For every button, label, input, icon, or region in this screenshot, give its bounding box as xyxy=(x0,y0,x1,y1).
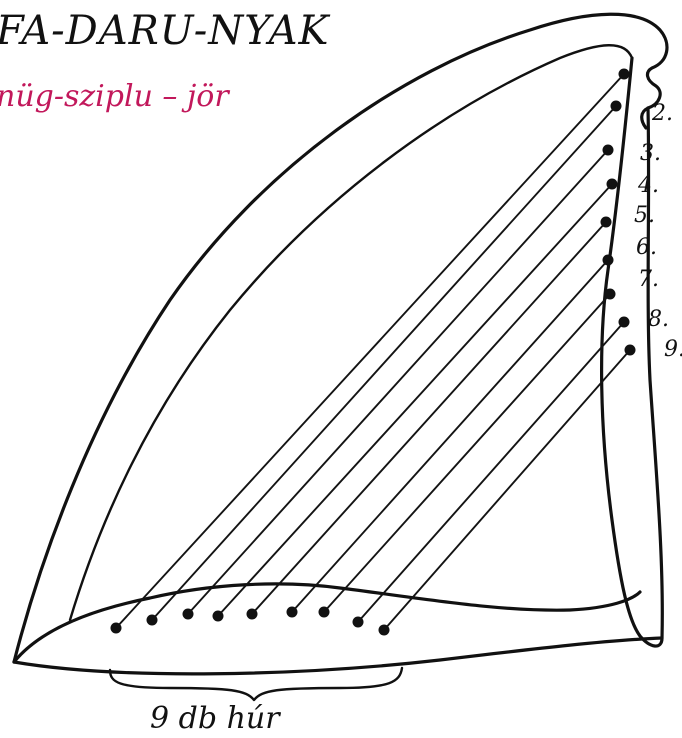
string-peg-top-5 xyxy=(600,216,612,228)
string-number-4: 4. xyxy=(637,173,659,198)
string-peg-top-1 xyxy=(618,68,630,80)
harp-neck xyxy=(599,56,664,648)
harp-base xyxy=(12,582,642,664)
harp-string-4 xyxy=(217,183,613,617)
harp-string-6 xyxy=(291,259,609,613)
strings-layer xyxy=(110,68,636,636)
harp-inner-frame xyxy=(68,44,634,622)
string-number-7: 7. xyxy=(638,267,659,292)
string-peg-bottom-7 xyxy=(318,606,330,618)
diagram-title: FA-DARU-NYAK xyxy=(0,8,330,54)
string-number-2: 2. xyxy=(651,101,673,126)
string-peg-top-6 xyxy=(602,254,614,266)
string-peg-bottom-3 xyxy=(182,608,194,620)
string-peg-bottom-5 xyxy=(246,608,258,620)
harp-string-2 xyxy=(151,105,617,621)
base-label: 9 db húr xyxy=(150,701,281,736)
harp-string-9 xyxy=(383,349,631,631)
string-peg-top-3 xyxy=(602,144,614,156)
harp-base-bottom xyxy=(12,636,664,676)
harp-string-5 xyxy=(251,221,607,615)
string-peg-bottom-9 xyxy=(378,624,390,636)
string-peg-top-8 xyxy=(618,316,630,328)
string-peg-bottom-8 xyxy=(352,616,364,628)
string-number-8: 8. xyxy=(648,307,669,332)
string-numbers: 2. 3. 4. 5. 6. 7. 8. 9. xyxy=(634,101,682,362)
string-number-3: 3. xyxy=(640,141,661,166)
string-number-6: 6. xyxy=(636,235,657,260)
string-peg-bottom-1 xyxy=(110,622,122,634)
string-peg-top-4 xyxy=(606,178,618,190)
harp-string-8 xyxy=(357,321,625,623)
string-peg-bottom-4 xyxy=(212,610,224,622)
harp-outer-frame xyxy=(12,12,669,664)
string-peg-top-7 xyxy=(604,288,616,300)
harp-string-3 xyxy=(187,149,609,615)
string-peg-bottom-2 xyxy=(146,614,158,626)
harp-string-7 xyxy=(323,293,611,613)
harp-string-1 xyxy=(115,73,625,629)
string-peg-bottom-6 xyxy=(286,606,298,618)
string-number-9: 9. xyxy=(664,337,682,362)
string-peg-top-9 xyxy=(624,344,636,356)
diagram-subtitle: nüg-sziplu – jör xyxy=(0,79,230,114)
strings-brace xyxy=(108,666,404,702)
string-number-5: 5. xyxy=(634,203,655,228)
string-peg-top-2 xyxy=(610,100,622,112)
